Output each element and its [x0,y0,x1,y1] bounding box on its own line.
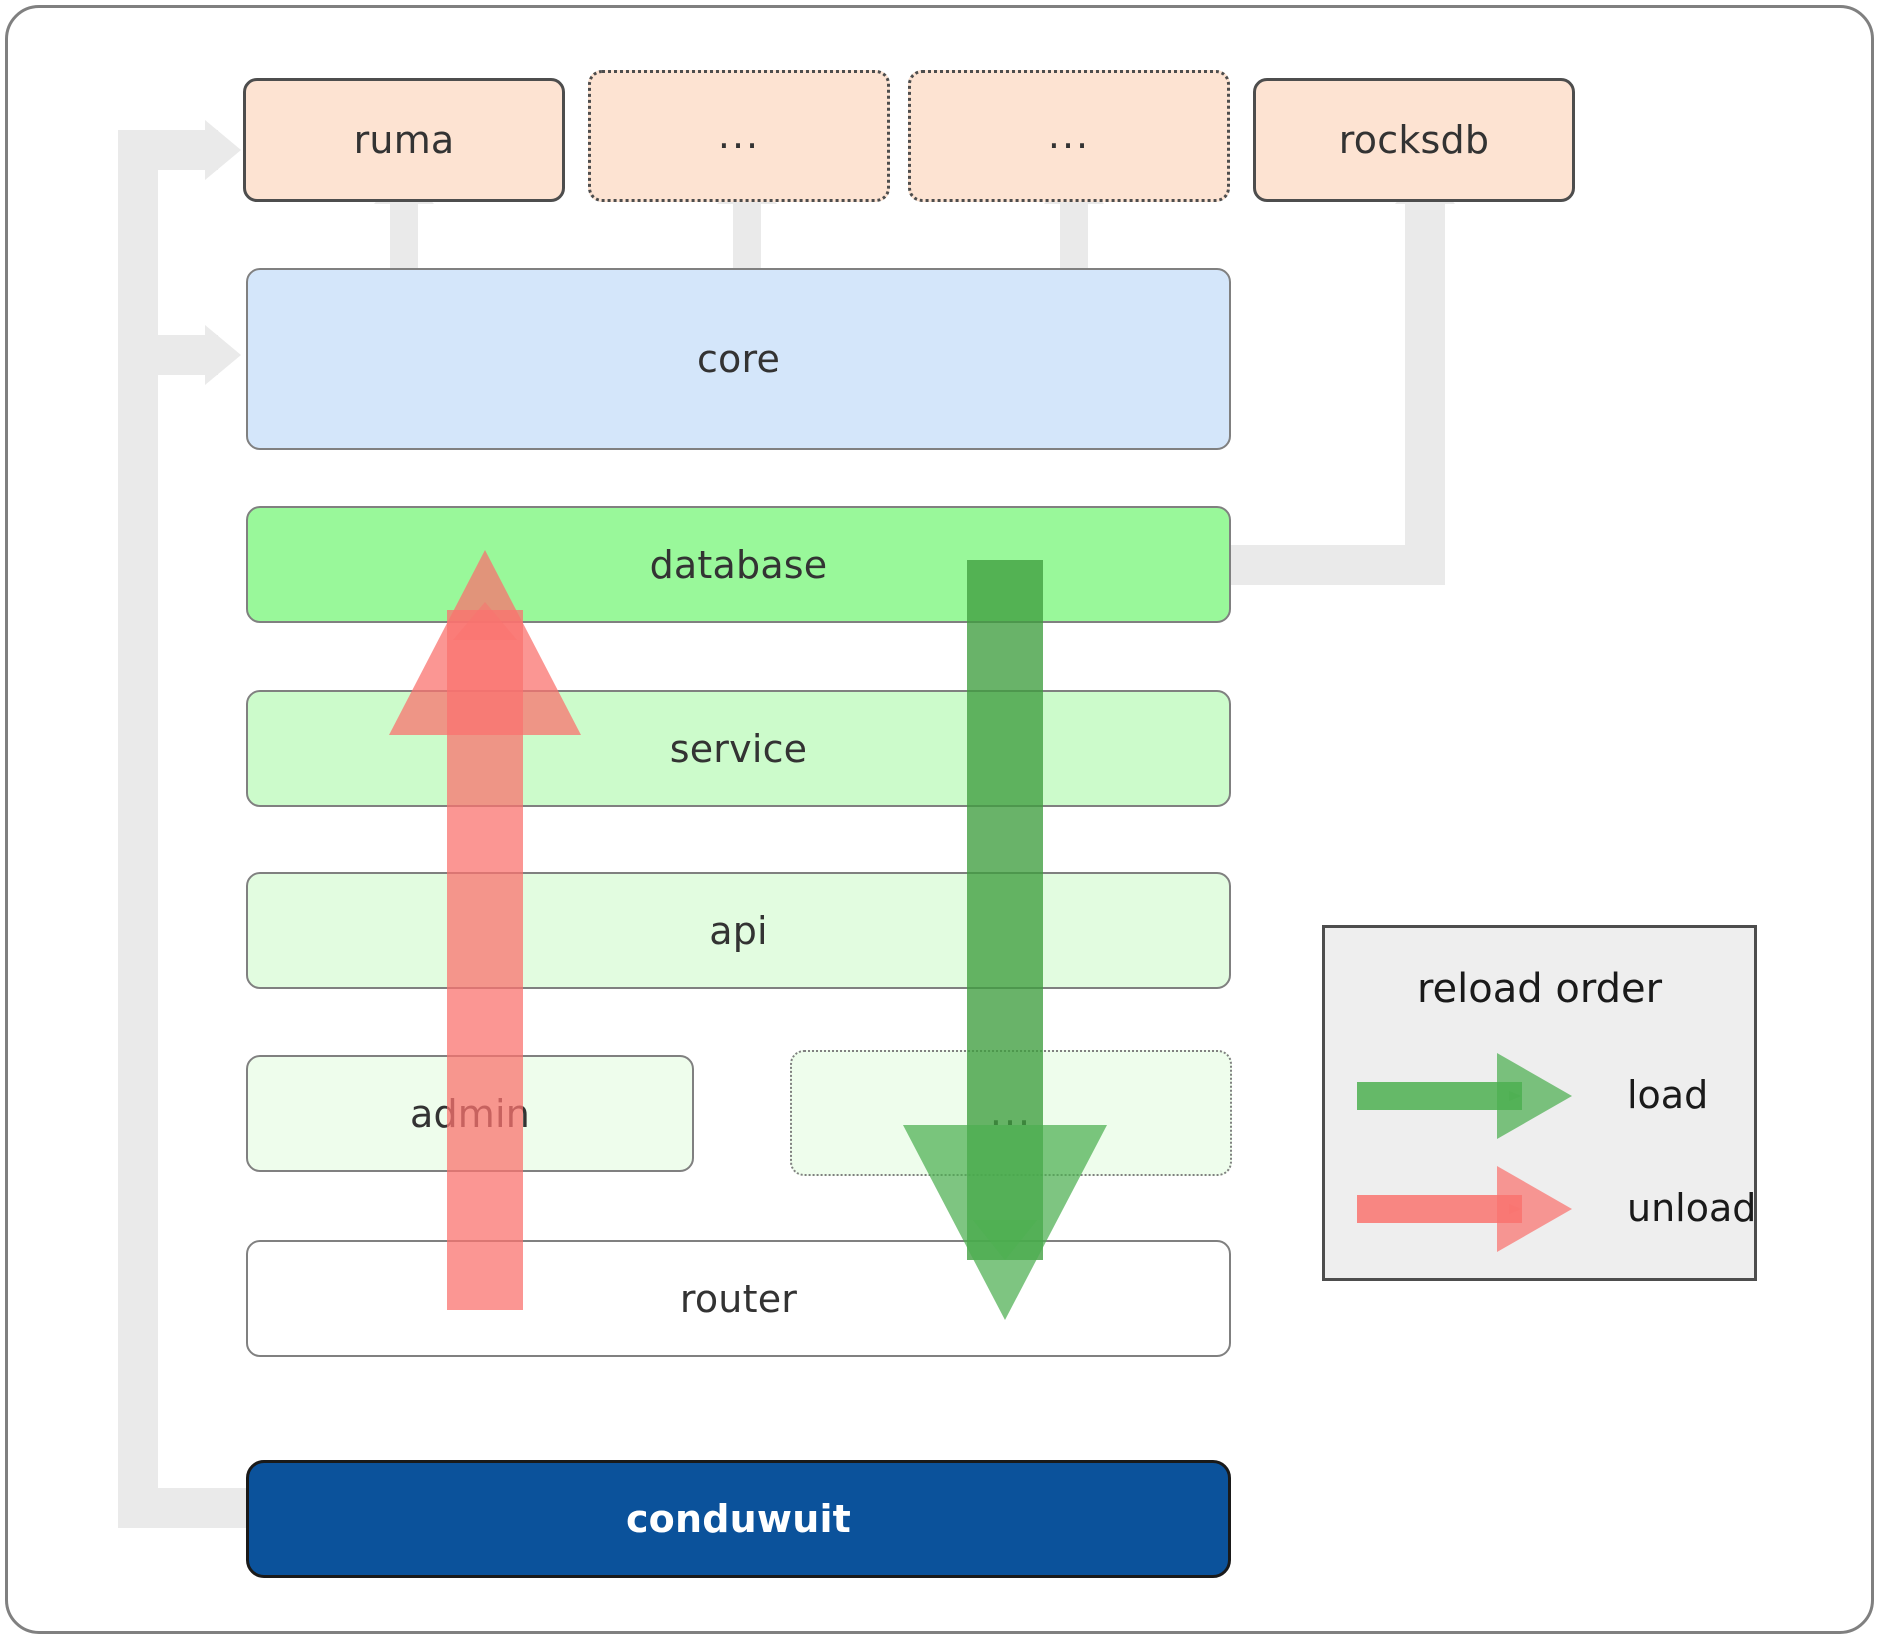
crate-box-top-ellipsis-2[interactable]: ... [908,70,1230,202]
crate-label-rocksdb: rocksdb [1338,118,1490,162]
crate-box-database[interactable]: database [246,506,1231,623]
legend-label-load: load [1627,1073,1709,1117]
crate-box-top-ellipsis-1[interactable]: ... [588,70,890,202]
connector-core-to-ruma-stem [390,200,418,280]
crate-box-router[interactable]: router [246,1240,1231,1357]
crate-box-conduwuit[interactable]: conduwuit [246,1460,1231,1578]
crate-box-api[interactable]: api [246,872,1231,989]
connector-to-ruma-arrowhead [205,120,241,180]
crate-label-top-ellipsis-2: ... [1047,113,1091,158]
legend-label-unload: unload [1627,1186,1757,1230]
legend-title: reload order [1416,966,1663,1012]
legend-load-arrow-icon [1357,1053,1572,1139]
connector-to-ruma [118,130,218,170]
unload-arrow [389,550,581,1310]
connector-to-conduwuit [118,1488,248,1528]
load-arrow [903,560,1107,1320]
crate-label-ruma: ruma [353,118,455,162]
crate-label-service: service [669,726,808,771]
connector-core-to-ellipsis1-stem [733,200,761,280]
crate-label-database: database [649,542,828,587]
crate-label-router: router [679,1276,798,1321]
crate-label-conduwuit: conduwuit [625,1497,852,1541]
connector-to-core [118,335,218,375]
crate-label-top-ellipsis-1: ... [717,113,761,158]
connector-core-to-ellipsis2-stem [1060,200,1088,280]
crate-box-rocksdb[interactable]: rocksdb [1253,78,1575,202]
connector-to-core-arrowhead [205,325,241,385]
crate-label-api: api [709,908,768,953]
connector-database-to-rocksdb-vertical [1405,200,1445,580]
crate-label-core: core [696,337,781,381]
legend-unload-arrow-icon [1357,1166,1572,1252]
legend-panel: reload order load unload [1322,925,1757,1281]
crate-box-core[interactable]: core [246,268,1231,450]
crate-box-ruma[interactable]: ruma [243,78,565,202]
